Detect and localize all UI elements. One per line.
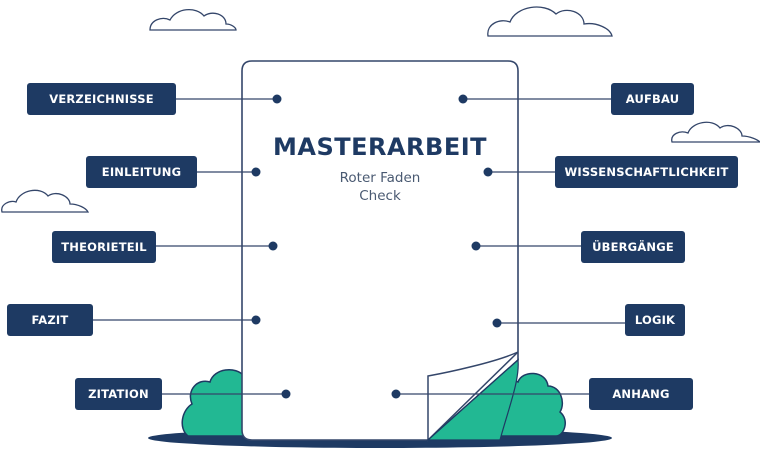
label-verzeichnisse: VERZEICHNISSE [27, 83, 176, 115]
label-wissenschaftlichkeit: WISSENSCHAFTLICHKEIT [555, 156, 738, 188]
connector-dots [251, 94, 502, 399]
label-uebergaenge: ÜBERGÄNGE [581, 231, 685, 263]
right-connector-0-dot [458, 94, 468, 104]
subtitle-line-2: Check [359, 188, 401, 204]
label-logik: LOGIK [625, 304, 685, 336]
right-connector-4-dot [391, 389, 401, 399]
cloud-icon [487, 6, 613, 37]
left-connector-3-dot [251, 315, 261, 325]
left-connector-4-dot [281, 389, 291, 399]
cloud-icon [1, 189, 90, 213]
label-einleitung: EINLEITUNG [86, 156, 197, 188]
cloud-icon [671, 121, 760, 143]
left-connector-0-dot [272, 94, 282, 104]
document-subtitle: Roter Faden Check [242, 169, 518, 205]
subtitle-line-1: Roter Faden [339, 170, 421, 186]
label-theorieteil: THEORIETEIL [52, 231, 156, 263]
left-connector-1-dot [251, 167, 261, 177]
right-connector-2-dot [471, 241, 481, 251]
label-fazit: FAZIT [7, 304, 93, 336]
cloud-icon [149, 9, 237, 31]
connector-lines [93, 98, 625, 395]
right-connector-1-dot [483, 167, 493, 177]
label-anhang: ANHANG [589, 378, 693, 410]
label-zitation: ZITATION [75, 378, 162, 410]
right-connector-3-dot [492, 318, 502, 328]
document-sheet [241, 60, 519, 441]
left-bush [181, 369, 245, 437]
page-curl-fill [426, 358, 519, 441]
left-connector-2-dot [268, 241, 278, 251]
label-aufbau: AUFBAU [611, 83, 694, 115]
page-curl [427, 351, 519, 442]
document-title: MASTERARBEIT [272, 133, 488, 161]
